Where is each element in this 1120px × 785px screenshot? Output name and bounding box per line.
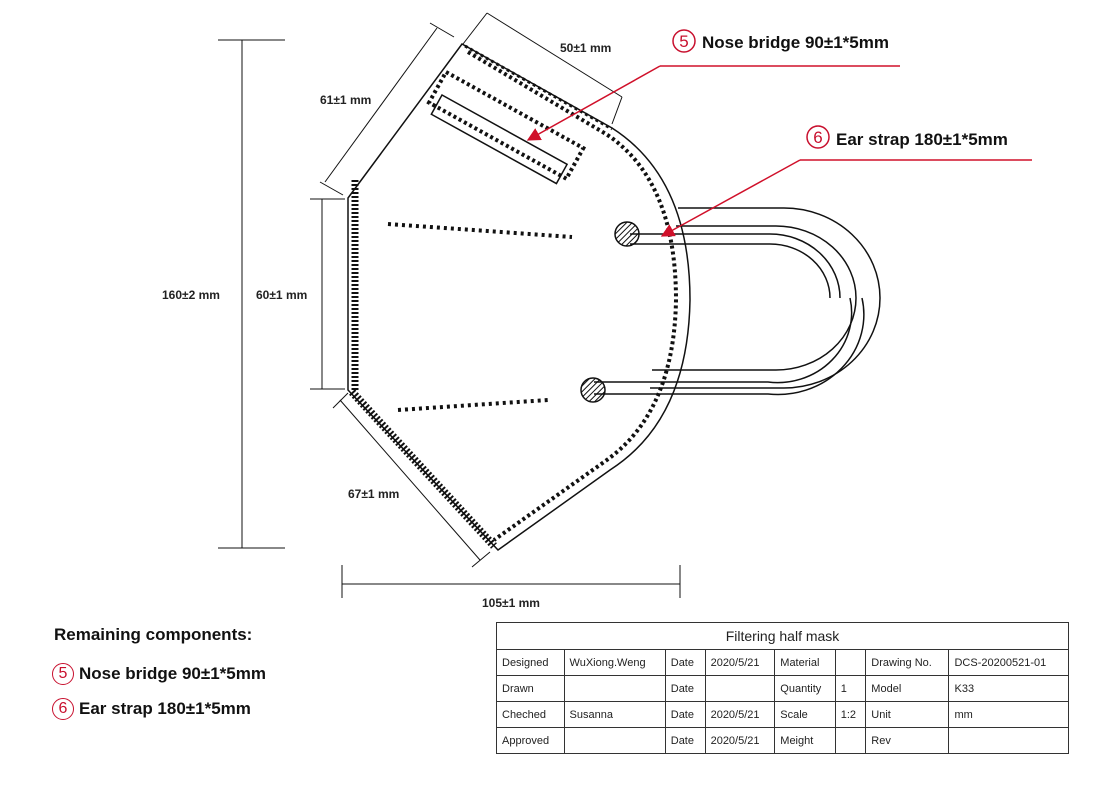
table-cell: Date [664, 675, 706, 702]
table-cell: Rev [865, 727, 950, 754]
callout-ear-strap-number: 6 [813, 128, 822, 147]
number-badge: 6 [52, 698, 74, 720]
table-cell: Drawn [496, 675, 565, 702]
table-cell: 2020/5/21 [704, 727, 776, 754]
table-row: Drawn Date Quantity 1 Model K33 [496, 675, 1069, 702]
table-cell: mm [948, 701, 1069, 728]
table-cell: Date [664, 727, 706, 754]
dim-middle-height-label: 60±1 mm [256, 288, 307, 302]
callout-ear-strap-label: Ear strap 180±1*5mm [836, 130, 1008, 149]
strap-weld-upper [614, 221, 640, 247]
ear-strap-outer [650, 207, 881, 389]
table-cell: Date [664, 649, 706, 676]
mask-outline [347, 43, 691, 551]
table-cell [948, 727, 1069, 754]
number-badge: 5 [52, 663, 74, 685]
fold-line-upper [387, 222, 573, 239]
dimension-top-slant [319, 22, 455, 196]
table-cell: Cheched [496, 701, 565, 728]
table-cell: Drawing No. [865, 649, 950, 676]
table-cell: Material [774, 649, 836, 676]
table-cell: 2020/5/21 [704, 701, 776, 728]
table-cell [834, 727, 867, 754]
table-row: Cheched Susanna Date 2020/5/21 Scale 1:2… [496, 701, 1069, 728]
callout-ear-strap: 6 Ear strap 180±1*5mm [660, 125, 1032, 237]
mask-seam-right [466, 50, 679, 542]
table-cell: DCS-20200521-01 [948, 649, 1069, 676]
nose-bridge-bar [430, 93, 569, 185]
ear-strap-lower-band [594, 297, 853, 384]
callout-nose-bridge-label: Nose bridge 90±1*5mm [702, 33, 889, 52]
mask-seam-bottom [349, 389, 497, 549]
dimension-total-width [341, 565, 681, 598]
table-cell [704, 675, 776, 702]
remaining-item-label: Nose bridge 90±1*5mm [79, 664, 266, 683]
table-row: Approved Date 2020/5/21 Meight Rev [496, 727, 1069, 754]
dim-top-width-label: 50±1 mm [560, 41, 611, 55]
table-cell: Quantity [774, 675, 836, 702]
dimension-top-width [462, 12, 623, 125]
ear-strap-upper-band-2 [630, 243, 831, 299]
callout-nose-bridge-number: 5 [679, 32, 688, 51]
dimension-total-height [218, 39, 285, 549]
table-cell: Date [664, 701, 706, 728]
dim-top-slant-label: 61±1 mm [320, 93, 371, 107]
nose-bridge-pocket [426, 69, 587, 182]
table-row: Designed WuXiong.Weng Date 2020/5/21 Mat… [496, 649, 1069, 676]
ear-strap-upper-band [630, 233, 841, 299]
mask-seam-top [464, 44, 613, 131]
ear-strap-inner [652, 225, 857, 371]
title-row: Filtering half mask [496, 622, 1069, 650]
remaining-heading: Remaining components: [54, 625, 253, 644]
remaining-components: Remaining components: 5 Nose bridge 90±1… [52, 625, 452, 733]
table-cell: 1:2 [834, 701, 867, 728]
remaining-item-nose-bridge: 5 Nose bridge 90±1*5mm [52, 663, 452, 685]
table-cell: Designed [496, 649, 565, 676]
remaining-item-ear-strap: 6 Ear strap 180±1*5mm [52, 698, 452, 720]
table-cell: Scale [774, 701, 836, 728]
fold-line-lower [397, 398, 549, 412]
dim-total-height-label: 160±2 mm [162, 288, 220, 302]
table-cell: 2020/5/21 [704, 649, 776, 676]
table-cell: Susanna [563, 701, 666, 728]
table-cell [563, 727, 666, 754]
title-block: Filtering half mask Designed WuXiong.Wen… [496, 622, 1069, 754]
callout-nose-bridge: 5 Nose bridge 90±1*5mm [526, 29, 900, 141]
remaining-item-label: Ear strap 180±1*5mm [79, 699, 251, 718]
drawing-title: Filtering half mask [496, 622, 1069, 650]
table-cell: Meight [774, 727, 836, 754]
table-cell [563, 675, 666, 702]
dimension-middle-height [310, 198, 345, 390]
table-cell [834, 649, 867, 676]
table-cell: 1 [834, 675, 867, 702]
table-cell: Model [865, 675, 950, 702]
dim-bottom-slant-label: 67±1 mm [348, 487, 399, 501]
ear-strap-lower-band-2 [594, 297, 865, 396]
table-cell: Unit [865, 701, 950, 728]
dimension-bottom-slant [332, 392, 491, 568]
dim-total-width-label: 105±1 mm [482, 596, 540, 610]
table-cell: K33 [948, 675, 1069, 702]
table-cell: WuXiong.Weng [563, 649, 666, 676]
table-cell: Approved [496, 727, 565, 754]
strap-weld-lower [580, 377, 606, 403]
